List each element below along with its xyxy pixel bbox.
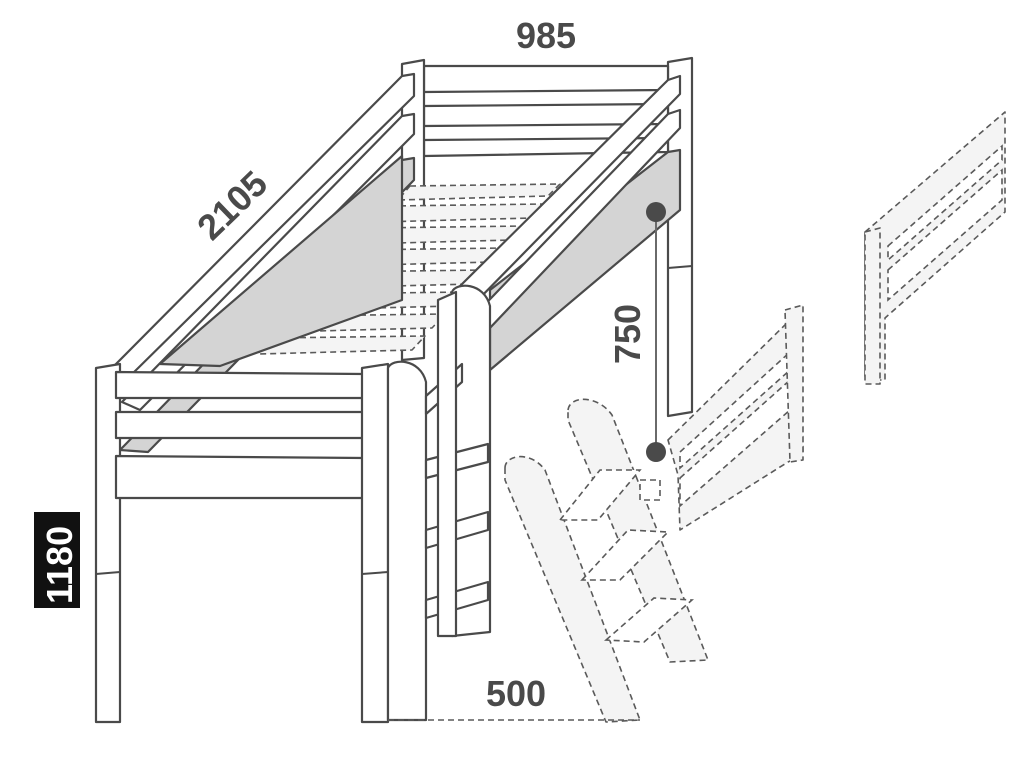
dimension-underbed-height-label: 750 — [607, 304, 648, 364]
dimension-ladder-offset-label: 500 — [486, 673, 546, 714]
optional-end-panel — [864, 111, 1006, 385]
optional-side-panel — [667, 304, 804, 531]
dimension-total-height-badge: 1180 — [34, 512, 80, 608]
post-back-right — [666, 56, 694, 418]
dimension-width-label: 985 — [516, 15, 576, 56]
dimension-750-line — [646, 202, 666, 462]
dimension-total-height-label: 1180 — [39, 526, 80, 604]
post-front-left — [94, 362, 122, 724]
post-front-right — [360, 362, 390, 724]
front-end-rails — [114, 370, 366, 500]
right-side-panel — [454, 74, 682, 372]
vertical-ladder — [386, 284, 492, 722]
optional-slanted-ladder — [504, 398, 709, 723]
